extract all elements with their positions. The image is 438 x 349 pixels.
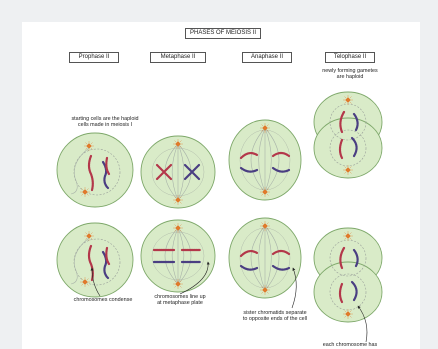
anaphase-centrosome-bottom-top (260, 187, 270, 197)
anaphase-centrosome-bottom-bottom (260, 285, 270, 295)
prophase-centrosome-a-top (84, 141, 94, 151)
telophase-centrosome-b-bottom (343, 309, 353, 319)
telophase-centrosome-b-top (343, 165, 353, 175)
anaphase-centrosome-top-bottom (260, 221, 270, 231)
note-gametes-haploid: newly forming gametes are haploid (300, 68, 400, 81)
note-each-chromosome: each chromosome has (300, 342, 400, 348)
diagram-title: PHASES OF MEIOSIS II (185, 28, 261, 39)
prophase-cell-top (57, 133, 133, 207)
phase-label-anaphase-ii: Anaphase II (242, 52, 292, 63)
note-chromatids-separate: sister chromatids separate to opposite e… (220, 310, 330, 323)
telophase-centrosome-a-top (343, 95, 353, 105)
prophase-centrosome-b-bottom (80, 277, 90, 287)
note-gametes-line-2: are haploid (300, 74, 400, 80)
metaphase-centrosome-bottom-bottom (173, 279, 183, 289)
metaphase-centrosome-bottom-top (173, 195, 183, 205)
metaphase-centrosome-top-bottom (173, 223, 183, 233)
note-each-chromosome-line-1: each chromosome has (300, 342, 400, 348)
prophase-centrosome-a-bottom (84, 231, 94, 241)
anaphase-centrosome-top-top (260, 123, 270, 133)
note-condense-line-1: chromosomes condense (58, 297, 148, 303)
note-line-up: chromosomes line up at metaphase plate (140, 294, 220, 307)
note-separate-line-2: to opposite ends of the cell (220, 316, 330, 322)
note-starting-line-2: cells made in meiosis I (50, 122, 160, 128)
phase-label-prophase-ii: Prophase II (69, 52, 119, 63)
phase-label-telophase-ii: Telophase II (325, 52, 375, 63)
telophase-centrosome-a-bottom (343, 231, 353, 241)
phase-label-metaphase-ii: Metaphase II (150, 52, 206, 63)
metaphase-centrosome-top-top (173, 139, 183, 149)
prophase-centrosome-b-top (80, 187, 90, 197)
note-starting-cells: starting cells are the haploid cells mad… (50, 116, 160, 129)
note-line-up-line-2: at metaphase plate (140, 300, 220, 306)
note-chromosomes-condense: chromosomes condense (58, 297, 148, 303)
